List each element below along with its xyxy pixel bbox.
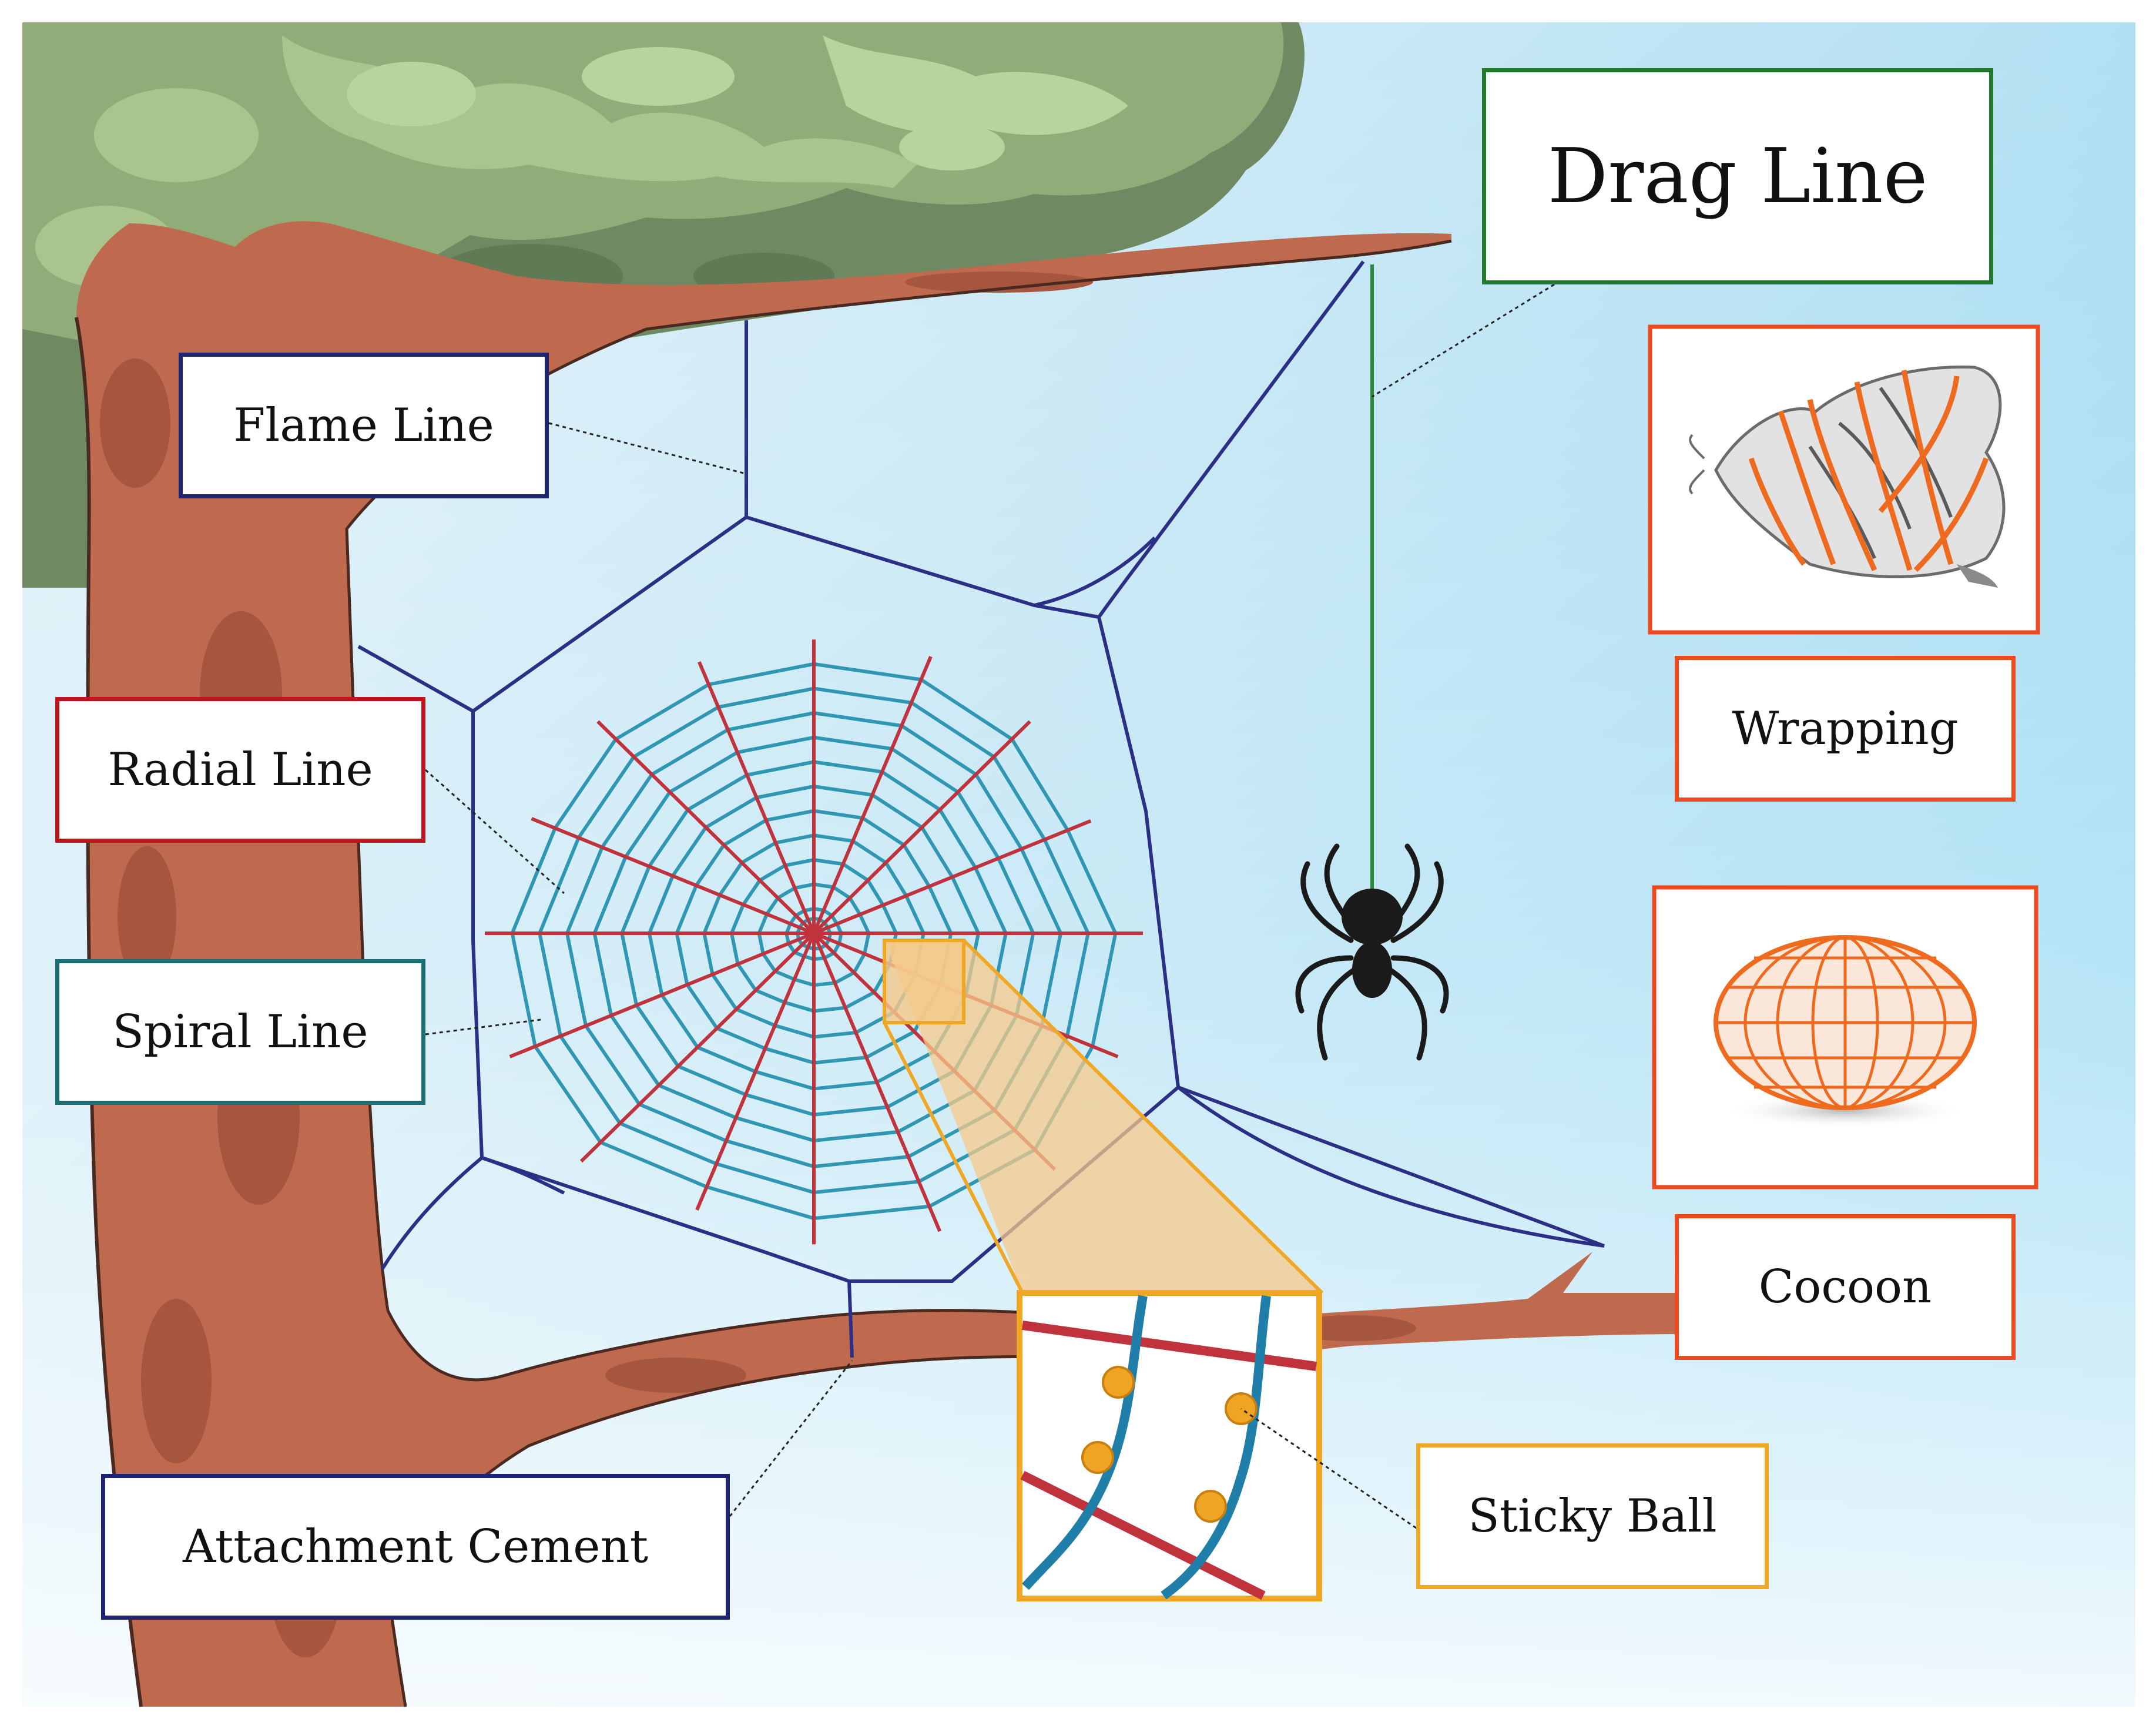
zoom-detail-panel	[1017, 1290, 1322, 1601]
sticky-ball	[1081, 1441, 1114, 1474]
radial-thread	[812, 656, 933, 934]
radial-thread	[509, 931, 815, 1058]
frame-thread	[481, 1156, 565, 1195]
radial-thread	[812, 720, 1031, 935]
frame-thread	[1097, 260, 1365, 618]
drag-line-label: Drag Line	[1482, 68, 1993, 284]
spider-icon	[1295, 843, 1449, 1061]
radial-thread	[813, 819, 1092, 935]
cocoon-icon	[1714, 935, 1977, 1110]
cocoon-label: Cocoon	[1675, 1214, 2016, 1360]
wrapping-threads	[1748, 370, 1989, 572]
zoom-callout	[883, 939, 1324, 1295]
sticky-ball	[1194, 1490, 1227, 1523]
wrapping-label: Wrapping	[1675, 656, 2016, 802]
frame-thread	[357, 645, 474, 713]
frame-thread	[1177, 1085, 1605, 1248]
radial-thread	[596, 720, 816, 935]
attachment-cement-label: Attachment Cement	[101, 1474, 730, 1620]
radial-thread	[812, 932, 942, 1232]
frame-thread	[847, 1281, 854, 1358]
leader-lines	[425, 283, 1555, 1529]
radial-thread	[531, 817, 815, 935]
wrapping-image-panel	[1648, 324, 2040, 635]
radial-thread	[698, 661, 816, 934]
radial-thread	[695, 932, 816, 1211]
sticky-ball	[1102, 1366, 1135, 1399]
radial-line-label: Radial Line	[55, 697, 425, 843]
frame-thread	[380, 1156, 483, 1271]
spiral-line-label: Spiral Line	[55, 959, 425, 1105]
cocoon-image-panel	[1652, 885, 2038, 1189]
flame-line-label: Flame Line	[179, 353, 549, 498]
frame-thread	[1034, 536, 1156, 607]
frame-thread	[1177, 1085, 1605, 1248]
frame-lines	[357, 260, 1605, 1358]
radial-thread	[579, 931, 816, 1163]
radial-lines	[485, 639, 1143, 1245]
sticky-ball-label: Sticky Ball	[1416, 1443, 1769, 1589]
